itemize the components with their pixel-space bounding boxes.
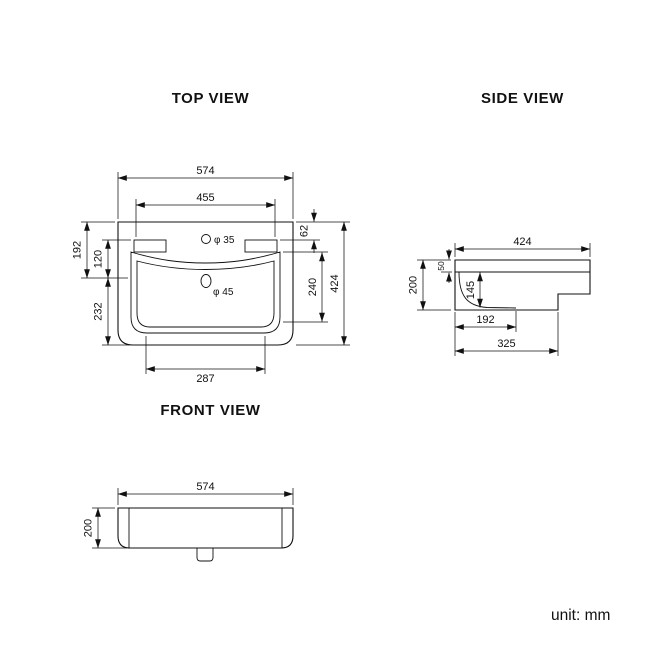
drain-stub-front bbox=[196, 548, 214, 562]
dim-label-287: 287 bbox=[196, 373, 214, 385]
dim-label-232: 232 bbox=[93, 302, 105, 320]
top-dim-back-to-drain: 192 bbox=[72, 221, 128, 279]
bowl-profile-side bbox=[458, 271, 517, 309]
top-dim-deck-to-drain: 120 bbox=[93, 239, 131, 279]
basin-outline-top bbox=[117, 221, 294, 346]
deck-corner-right bbox=[244, 239, 278, 253]
top-view-shape: φ 35 φ 45 bbox=[117, 221, 294, 346]
side-dim-base-depth: 325 bbox=[454, 312, 559, 356]
front-view-title: FRONT VIEW bbox=[160, 402, 261, 419]
front-view-shape bbox=[117, 507, 294, 562]
top-dim-drain-to-front: 232 bbox=[93, 277, 130, 346]
front-dim-overall-width: 574 bbox=[117, 481, 294, 505]
top-dim-inner-width: 455 bbox=[135, 192, 276, 237]
dim-label-192-top: 192 bbox=[72, 241, 84, 259]
deck-corner-left bbox=[133, 239, 167, 253]
dim-label-455: 455 bbox=[196, 192, 214, 204]
faucet-hole-label: φ 35 bbox=[214, 235, 235, 246]
dim-label-50: 50 bbox=[436, 261, 446, 271]
dim-label-192-side: 192 bbox=[476, 314, 494, 326]
top-view-title: TOP VIEW bbox=[171, 90, 250, 107]
top-dim-bowl-depth: 240 bbox=[283, 251, 328, 323]
top-dim-bottom-width: 287 bbox=[145, 336, 266, 385]
basin-outline-front bbox=[117, 507, 294, 549]
side-view-title: SIDE VIEW bbox=[481, 90, 564, 107]
bowl-outline bbox=[130, 251, 281, 334]
dim-label-200-side: 200 bbox=[408, 276, 420, 294]
side-dim-overall-depth: 424 bbox=[454, 236, 591, 257]
basin-outline-side bbox=[454, 259, 591, 311]
side-dim-overall-height: 200 bbox=[408, 259, 451, 311]
top-dim-overall-depth: 424 bbox=[296, 221, 350, 346]
unit-label: unit: mm bbox=[551, 607, 611, 624]
side-view-shape bbox=[454, 259, 591, 311]
drain-hole bbox=[200, 274, 212, 288]
front-view-drawing: 574 200 bbox=[83, 481, 294, 562]
dim-label-62: 62 bbox=[299, 225, 311, 237]
front-dim-overall-height: 200 bbox=[83, 507, 127, 549]
dim-label-424-side: 424 bbox=[513, 236, 531, 248]
dim-label-120: 120 bbox=[93, 250, 105, 268]
dim-label-325: 325 bbox=[497, 338, 515, 350]
top-view-drawing: φ 35 φ 45 574 455 62 bbox=[72, 165, 350, 385]
top-dim-overall-width: 574 bbox=[117, 165, 294, 219]
dim-label-424-top: 424 bbox=[329, 274, 341, 292]
drain-hole-label: φ 45 bbox=[213, 287, 234, 298]
side-dim-bowl-height: 145 bbox=[465, 272, 483, 308]
side-dim-bowl-depth: 192 bbox=[454, 311, 517, 332]
side-view-drawing: 424 50 200 145 192 bbox=[408, 236, 591, 356]
dim-label-145: 145 bbox=[465, 281, 477, 299]
dim-label-200-front: 200 bbox=[83, 519, 95, 537]
dim-label-574-top: 574 bbox=[196, 165, 214, 177]
dim-label-240: 240 bbox=[307, 278, 319, 296]
bowl-inner-outline bbox=[136, 260, 275, 328]
side-dim-rim-height: 50 bbox=[436, 249, 452, 283]
faucet-hole bbox=[201, 234, 211, 244]
top-dim-deck-depth: 62 bbox=[280, 209, 320, 253]
dim-label-574-front: 574 bbox=[196, 481, 214, 493]
